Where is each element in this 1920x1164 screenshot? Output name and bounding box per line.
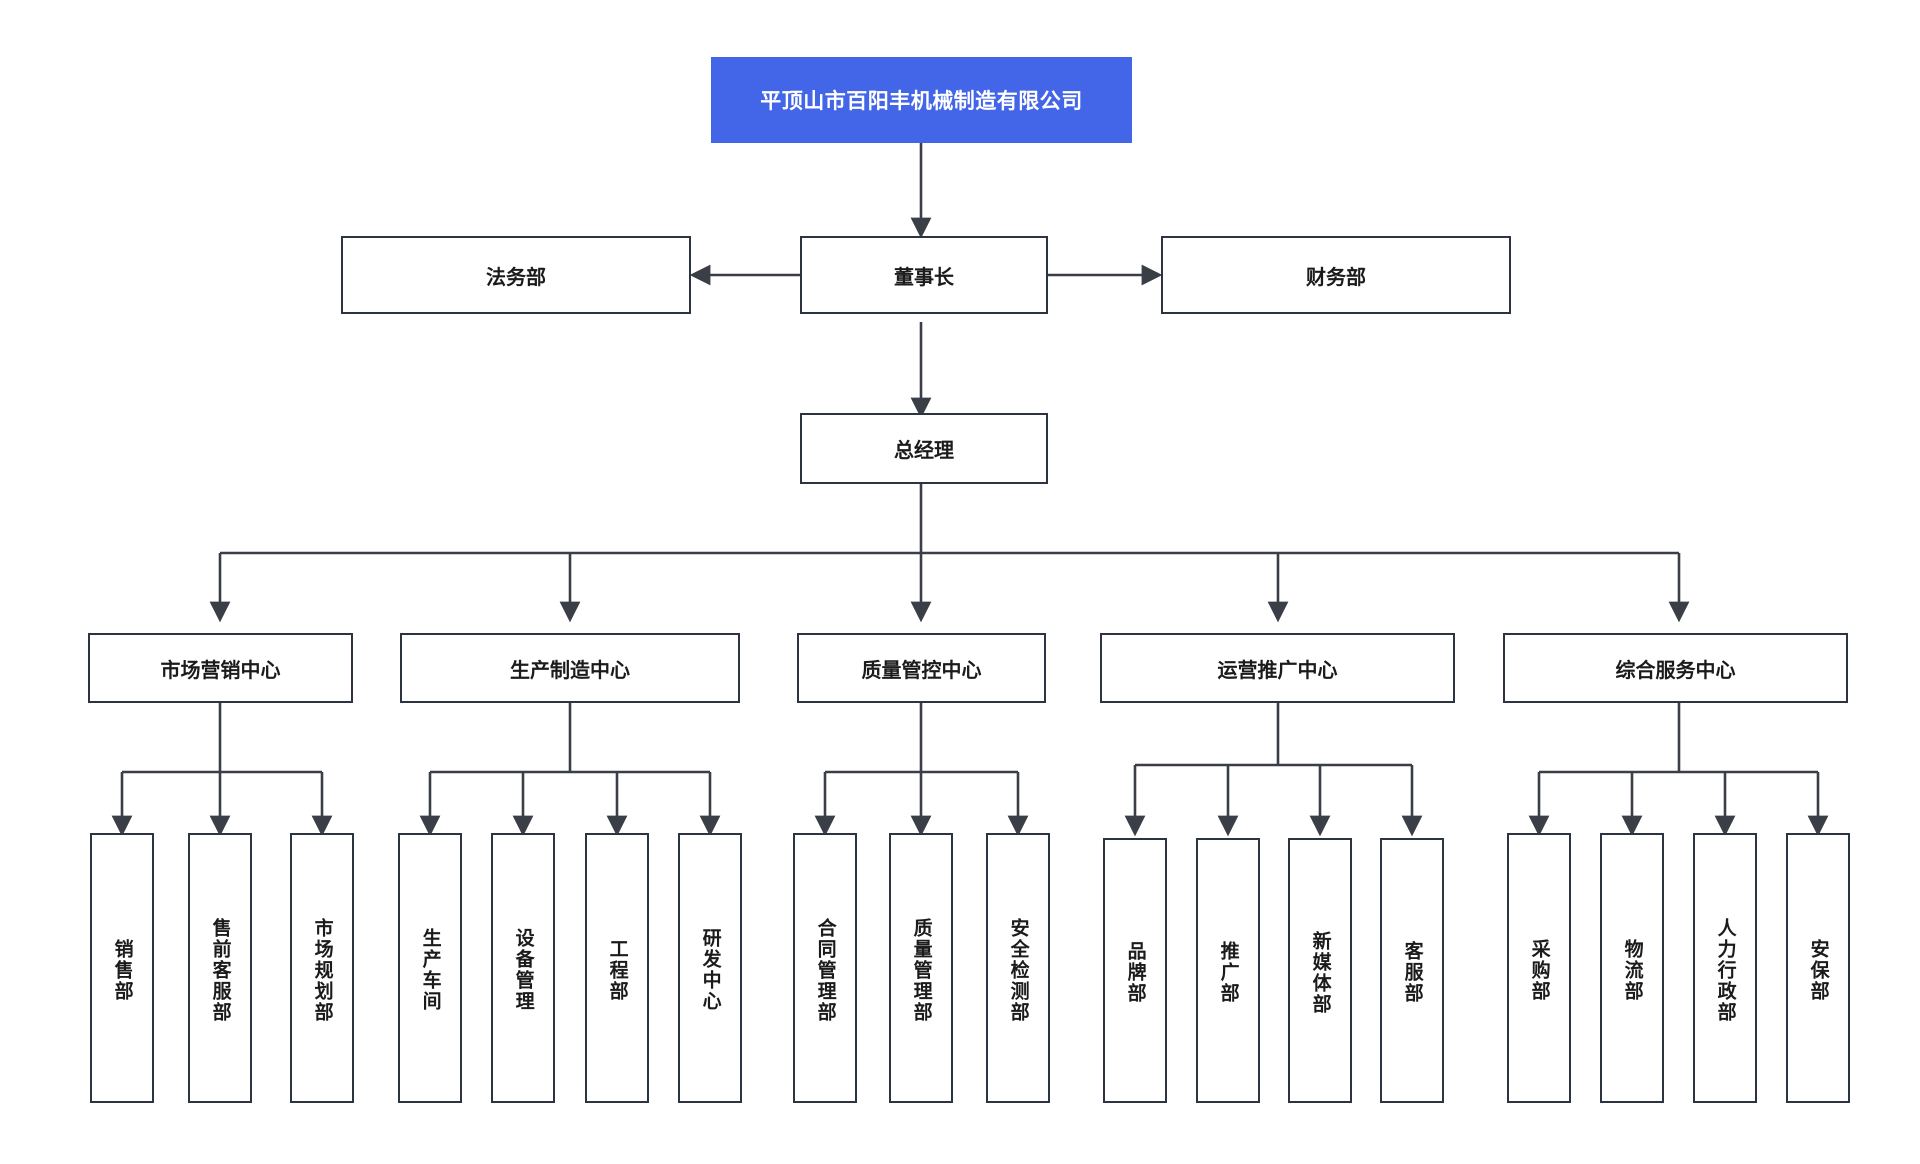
node-dept-rnd-center-label: 研发中心: [699, 928, 721, 1012]
node-dept-equipment-management-label: 设备管理: [512, 928, 534, 1012]
node-dept-quality-management[interactable]: 质量管理部: [889, 833, 953, 1103]
node-center-marketing[interactable]: 市场营销中心: [88, 633, 353, 703]
node-dept-production-workshop[interactable]: 生产车间: [398, 833, 462, 1103]
node-dept-production-workshop-label: 生产车间: [419, 928, 441, 1012]
node-dept-hr-admin[interactable]: 人力行政部: [1693, 833, 1757, 1103]
node-general-manager-label: 总经理: [894, 440, 954, 462]
node-center-manufacturing-label: 生产制造中心: [510, 659, 630, 682]
node-dept-brand-label: 品牌部: [1124, 941, 1146, 1004]
node-dept-market-planning-label: 市场规划部: [311, 917, 333, 1023]
root-company-box[interactable]: 平顶山市百阳丰机械制造有限公司: [711, 57, 1132, 143]
node-dept-quality-management-label: 质量管理部: [910, 917, 932, 1023]
node-dept-security[interactable]: 安保部: [1786, 833, 1850, 1103]
root-company-label: 平顶山市百阳丰机械制造有限公司: [760, 90, 1083, 113]
node-dept-customer-service[interactable]: 客服部: [1380, 838, 1444, 1103]
node-dept-rnd-center[interactable]: 研发中心: [678, 833, 742, 1103]
node-dept-sales-label: 销售部: [111, 938, 133, 1002]
node-dept-procurement[interactable]: 采购部: [1507, 833, 1571, 1103]
node-dept-promotion[interactable]: 推广部: [1196, 838, 1260, 1103]
node-center-marketing-label: 市场营销中心: [160, 659, 281, 682]
node-general-manager[interactable]: 总经理: [800, 413, 1048, 484]
node-chairman[interactable]: 董事长: [800, 236, 1048, 314]
node-dept-customer-service-label: 客服部: [1401, 941, 1423, 1004]
node-finance-department-label: 财务部: [1306, 266, 1366, 289]
node-dept-new-media[interactable]: 新媒体部: [1288, 838, 1352, 1103]
node-dept-presales-service-label: 售前客服部: [209, 917, 231, 1023]
node-dept-logistics-label: 物流部: [1621, 938, 1643, 1002]
node-legal-department-label: 法务部: [486, 266, 546, 289]
node-dept-contract-management-label: 合同管理部: [814, 917, 836, 1023]
node-center-quality[interactable]: 质量管控中心: [797, 633, 1046, 703]
node-dept-hr-admin-label: 人力行政部: [1714, 917, 1736, 1023]
node-dept-promotion-label: 推广部: [1217, 941, 1239, 1004]
node-dept-presales-service[interactable]: 售前客服部: [188, 833, 252, 1103]
node-dept-safety-inspection[interactable]: 安全检测部: [986, 833, 1050, 1103]
node-center-manufacturing[interactable]: 生产制造中心: [400, 633, 740, 703]
node-dept-logistics[interactable]: 物流部: [1600, 833, 1664, 1103]
node-legal-department[interactable]: 法务部: [341, 236, 691, 314]
node-dept-market-planning[interactable]: 市场规划部: [290, 833, 354, 1103]
node-dept-security-label: 安保部: [1807, 938, 1829, 1002]
node-center-operations[interactable]: 运营推广中心: [1100, 633, 1455, 703]
node-dept-sales[interactable]: 销售部: [90, 833, 154, 1103]
node-dept-new-media-label: 新媒体部: [1309, 930, 1331, 1015]
node-center-quality-label: 质量管控中心: [861, 659, 982, 682]
node-chairman-label: 董事长: [894, 266, 954, 289]
node-dept-safety-inspection-label: 安全检测部: [1007, 917, 1029, 1023]
node-finance-department[interactable]: 财务部: [1161, 236, 1511, 314]
node-center-general-services-label: 综合服务中心: [1615, 659, 1736, 682]
node-center-general-services[interactable]: 综合服务中心: [1503, 633, 1848, 703]
node-dept-brand[interactable]: 品牌部: [1103, 838, 1167, 1103]
node-dept-contract-management[interactable]: 合同管理部: [793, 833, 857, 1103]
node-dept-equipment-management[interactable]: 设备管理: [491, 833, 555, 1103]
node-center-operations-label: 运营推广中心: [1217, 659, 1338, 682]
node-dept-procurement-label: 采购部: [1528, 938, 1550, 1002]
node-dept-engineering[interactable]: 工程部: [585, 833, 649, 1103]
node-dept-engineering-label: 工程部: [606, 938, 628, 1002]
